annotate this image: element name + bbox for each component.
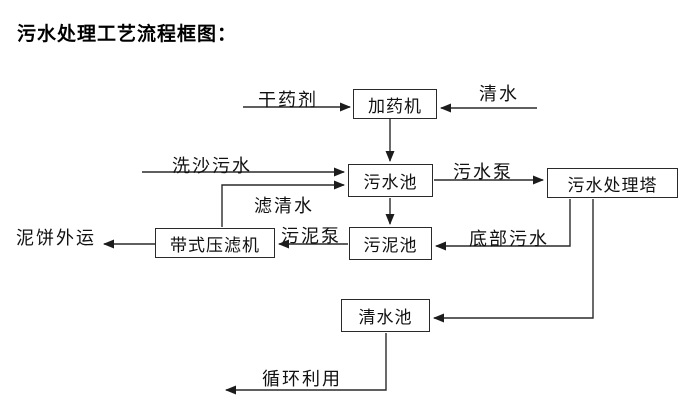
label-clean-water: 清水 [479, 84, 519, 104]
label-dry-chemical: 干药剂 [258, 90, 318, 110]
label-sand-washing-sewage: 洗沙污水 [172, 156, 252, 176]
edge-tower-to-clean-water-pool-arrow [433, 199, 594, 323]
node-belt-filter-press: 带式压滤机 [155, 228, 275, 258]
edge-bottom-sewage-to-sludge-pool-arrow [435, 199, 571, 251]
node-sewage-pool: 污水池 [348, 164, 433, 197]
label-mud-cake-out: 泥饼外运 [16, 228, 96, 248]
diagram-title: 污水处理工艺流程框图： [17, 24, 238, 45]
label-filtered-water: 滤清水 [254, 196, 314, 216]
node-sludge-pool: 污泥池 [349, 227, 432, 260]
node-treatment-tower: 污水处理塔 [547, 168, 678, 198]
label-recycle: 循环利用 [262, 369, 342, 389]
edge-clean-water-pool-recycle-arrow [225, 333, 387, 395]
label-bottom-sewage: 底部污水 [469, 229, 549, 249]
label-sewage-pump: 污水泵 [453, 162, 513, 182]
label-sludge-pump: 污泥泵 [281, 226, 341, 246]
edge-filtered-water-into-sewage-pool-arrow [221, 180, 345, 227]
node-clean-water-pool: 清水池 [341, 299, 430, 332]
node-dosing-machine: 加药机 [353, 89, 437, 119]
